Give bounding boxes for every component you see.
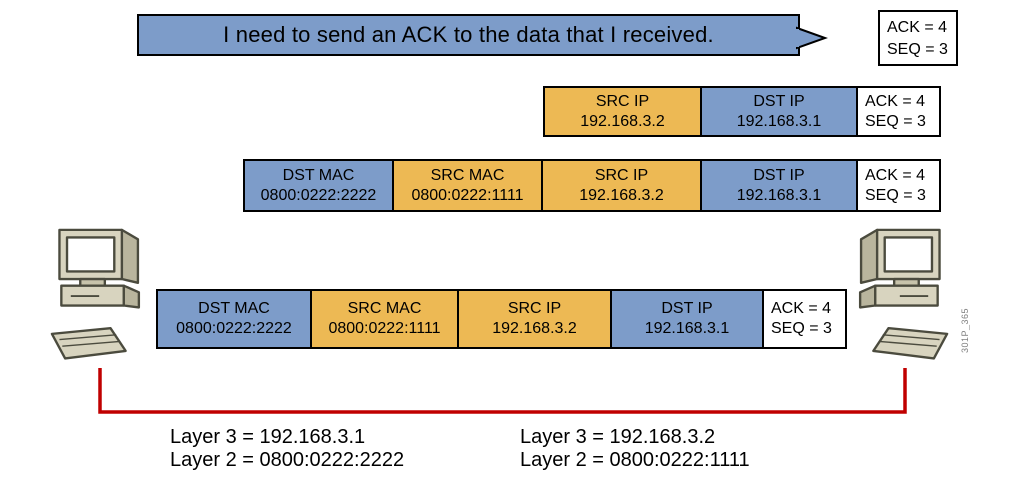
layer3-address: Layer 3 = 192.168.3.2: [520, 426, 716, 448]
packet-row-network: SRC IP 192.168.3.2 DST IP 192.168.3.1 AC…: [543, 86, 941, 137]
field-value: 192.168.3.2: [579, 186, 664, 204]
field-value: 0800:0222:1111: [411, 186, 524, 204]
field-dst-mac: DST MAC 0800:0222:2222: [156, 289, 312, 349]
network-cable: [98, 368, 907, 414]
layer2-address: Layer 2 = 0800:0222:1111: [520, 449, 750, 471]
field-src-mac: SRC MAC 0800:0222:1111: [392, 159, 543, 212]
field-dst-ip: DST IP 192.168.3.1: [610, 289, 764, 349]
speech-bubble: I need to send an ACK to the data that I…: [137, 14, 800, 56]
field-value: 192.168.3.1: [736, 112, 822, 130]
layer3-address: Layer 3 = 192.168.3.1: [170, 426, 366, 448]
ack-value: ACK = 4: [865, 92, 926, 110]
field-label: SRC MAC: [430, 166, 505, 184]
field-src-ip: SRC IP 192.168.3.2: [457, 289, 612, 349]
ack-seq-box-top: ACK = 4 SEQ = 3: [878, 10, 958, 66]
field-dst-mac: DST MAC 0800:0222:2222: [243, 159, 394, 212]
host-left-addresses: Layer 3 = 192.168.3.1 Layer 2 = 0800:022…: [170, 426, 404, 472]
field-label: DST IP: [753, 166, 805, 184]
field-value: 0800:0222:2222: [260, 186, 377, 204]
field-value: 0800:0222:2222: [176, 320, 292, 337]
field-dst-ip: DST IP 192.168.3.1: [700, 159, 858, 212]
field-label: DST MAC: [282, 166, 355, 184]
field-label: SRC IP: [507, 300, 562, 317]
ack-value: ACK = 4: [887, 19, 948, 36]
field-label: SRC IP: [594, 166, 649, 184]
field-value: 0800:0222:1111: [328, 320, 441, 337]
host-right-addresses: Layer 3 = 192.168.3.2 Layer 2 = 0800:022…: [520, 426, 750, 472]
ack-value: ACK = 4: [865, 166, 926, 184]
field-label: DST MAC: [198, 300, 270, 317]
field-value: 192.168.3.1: [736, 186, 822, 204]
speech-bubble-tail-icon: [796, 26, 828, 50]
field-ack-seq: ACK = 4 SEQ = 3: [762, 289, 847, 349]
seq-value: SEQ = 3: [771, 320, 832, 337]
field-src-mac: SRC MAC 0800:0222:1111: [310, 289, 459, 349]
layer2-address: Layer 2 = 0800:0222:2222: [170, 449, 405, 471]
computer-right-icon: [858, 228, 949, 360]
packet-row-wire: DST MAC 0800:0222:2222 SRC MAC 0800:0222…: [156, 289, 847, 349]
computer-left-icon: [50, 228, 141, 360]
field-dst-ip: DST IP 192.168.3.1: [700, 86, 858, 137]
field-src-ip: SRC IP 192.168.3.2: [543, 86, 702, 137]
packet-row-datalink: DST MAC 0800:0222:2222 SRC MAC 0800:0222…: [243, 159, 941, 212]
seq-value: SEQ = 3: [887, 41, 948, 58]
field-label: SRC IP: [595, 92, 650, 110]
speech-bubble-text: I need to send an ACK to the data that I…: [223, 22, 714, 47]
field-label: DST IP: [661, 300, 713, 317]
field-label: DST IP: [753, 92, 805, 110]
ack-value: ACK = 4: [771, 300, 832, 317]
figure-id-label: 301P_365: [960, 307, 970, 353]
field-value: 192.168.3.2: [492, 320, 577, 337]
field-value: 192.168.3.2: [580, 112, 665, 130]
field-label: SRC MAC: [347, 300, 422, 317]
field-ack-seq: ACK = 4 SEQ = 3: [856, 159, 941, 212]
field-value: 192.168.3.1: [644, 320, 730, 337]
seq-value: SEQ = 3: [865, 112, 926, 130]
seq-value: SEQ = 3: [865, 186, 926, 204]
field-src-ip: SRC IP 192.168.3.2: [541, 159, 702, 212]
field-ack-seq: ACK = 4 SEQ = 3: [856, 86, 941, 137]
